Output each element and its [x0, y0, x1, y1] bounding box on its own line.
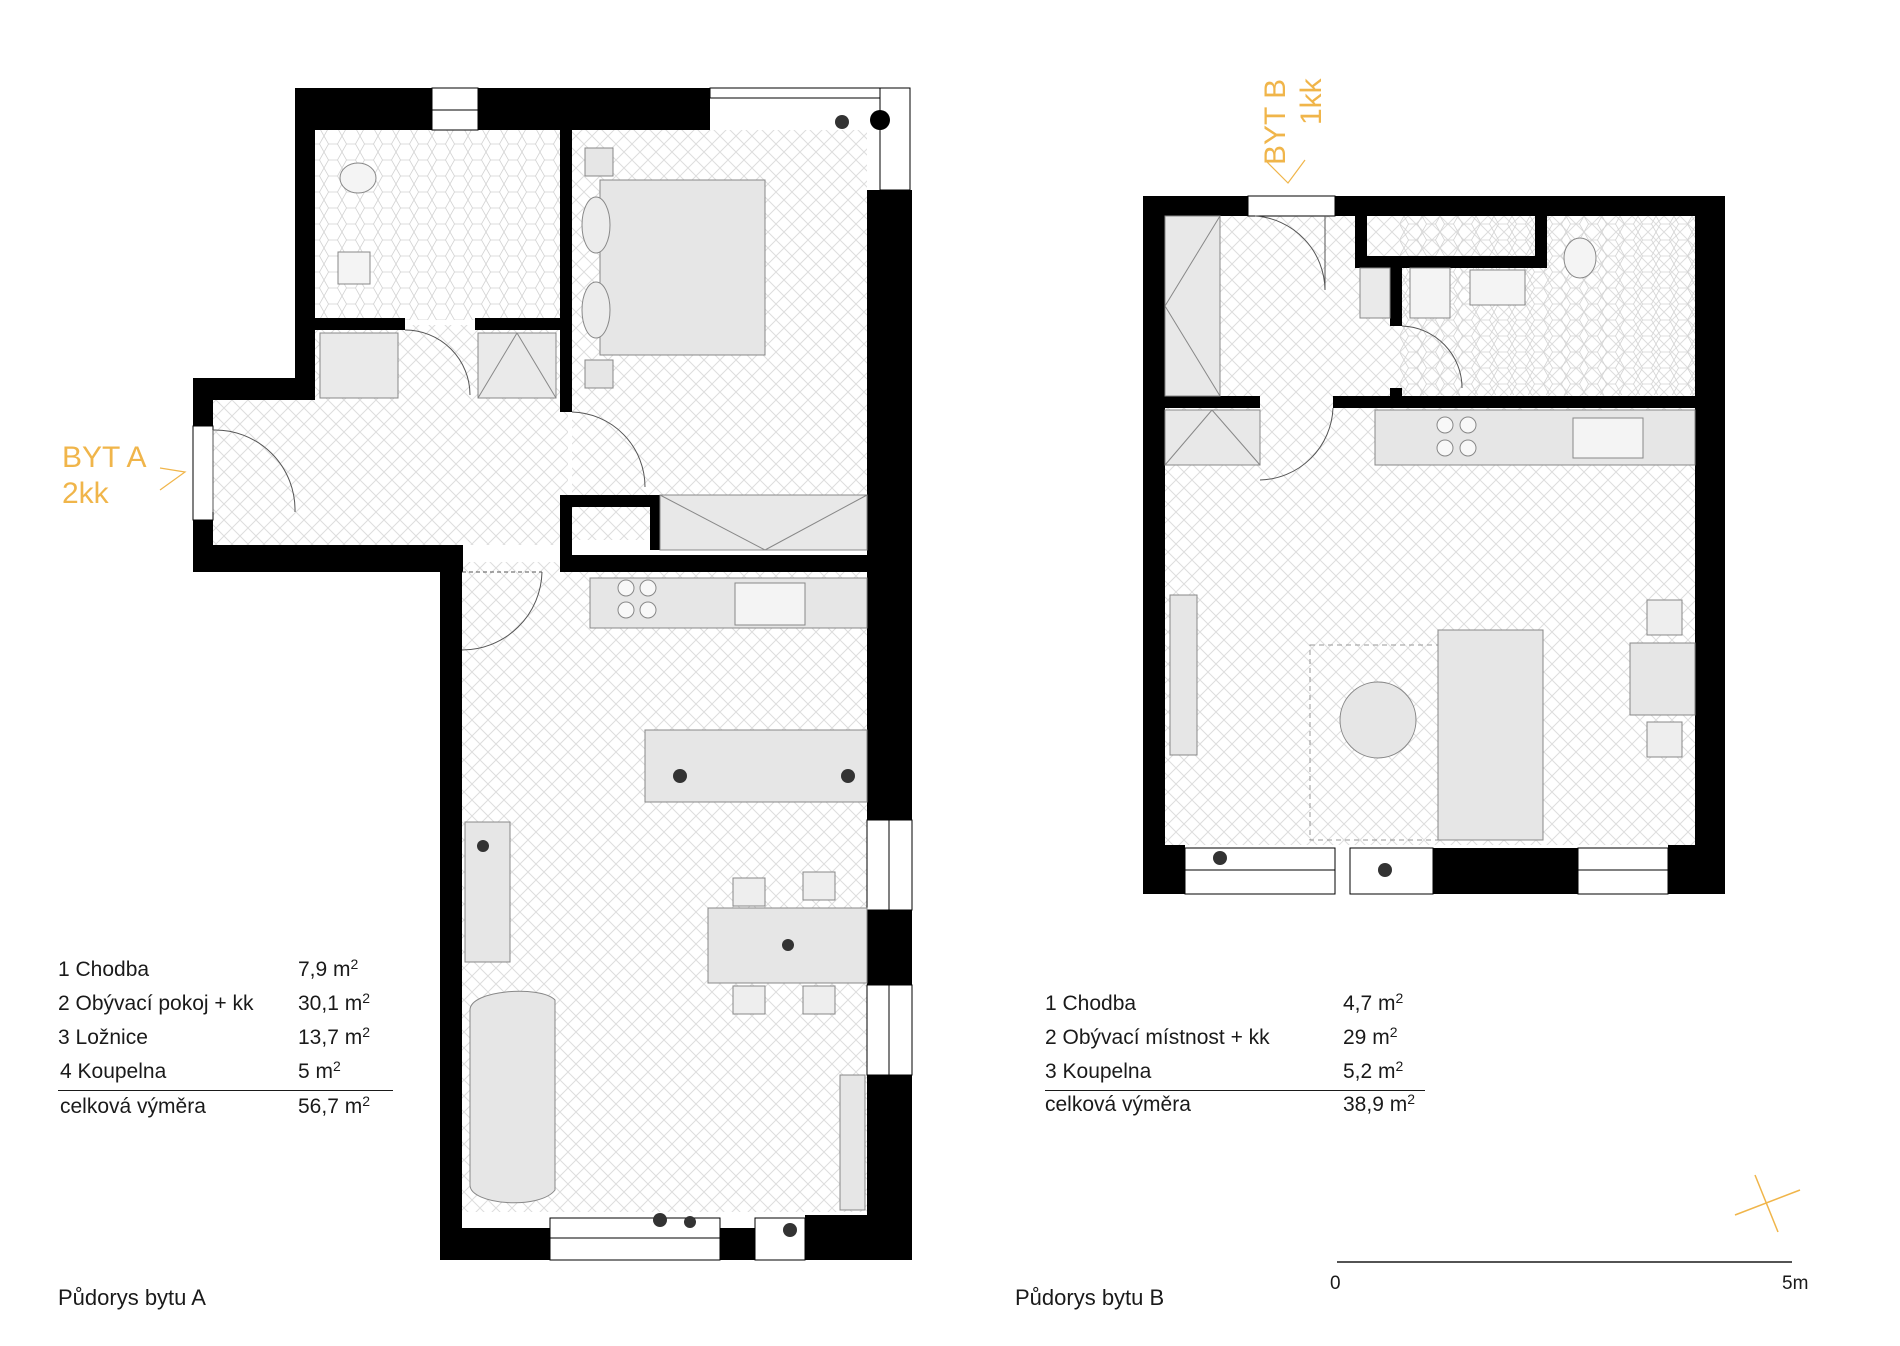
room-area: 7,9 m2: [298, 956, 359, 981]
room-area: 13,7 m2: [298, 1024, 370, 1049]
apartment-b-label-name: BYT B: [1259, 78, 1292, 165]
total-label: celková výměra: [60, 1095, 206, 1118]
apartment-a-doors: [212, 329, 646, 651]
kitchen-sink: [1572, 417, 1644, 459]
apartment-b-label-type: 1kk: [1295, 78, 1328, 125]
toilet: [339, 162, 377, 194]
area-row: 1 Chodba 7,9 m2: [58, 956, 393, 992]
north-arrow-icon: [1734, 1174, 1801, 1233]
room-name: 2 Obývací pokoj + kk: [58, 992, 254, 1015]
area-table-divider: [58, 1090, 393, 1091]
sofa: [469, 990, 556, 1204]
wardrobe: [1164, 215, 1221, 397]
total-area: 56,7 m2: [298, 1093, 370, 1118]
apartment-b-entry-arrow: [1264, 159, 1306, 184]
area-table-divider: [1045, 1090, 1425, 1091]
apartment-b-area-table: 1 Chodba 4,7 m2 2 Obývací místnost + kk …: [1045, 990, 1425, 1127]
total-area: 38,9 m2: [1343, 1091, 1415, 1116]
apartment-a-walls: [193, 88, 912, 1260]
toilet: [1563, 237, 1597, 279]
area-row: 3 Koupelna 5,2 m2: [1045, 1058, 1425, 1090]
room-name: 4 Koupelna: [60, 1060, 167, 1083]
room-area: 30,1 m2: [298, 990, 370, 1015]
wardrobe: [659, 494, 868, 551]
room-area: 29 m2: [1343, 1024, 1398, 1049]
scale-bar-end-label: 5m: [1782, 1273, 1809, 1294]
area-row: 4 Koupelna 5 m2: [58, 1058, 393, 1090]
kitchen-counter: [1374, 409, 1696, 466]
apartment-b-walls: [1143, 196, 1725, 894]
scale-bar-start-label: 0: [1330, 1273, 1341, 1294]
room-name: 1 Chodba: [1045, 992, 1137, 1015]
area-row: 2 Obývací místnost + kk 29 m2: [1045, 1024, 1425, 1060]
kitchen-island: [644, 729, 868, 803]
bed: [599, 179, 766, 356]
area-total-row: celková výměra 38,9 m2: [1045, 1091, 1425, 1127]
apartment-a-plants: [477, 110, 890, 1237]
apartment-a-label: BYT A 2kk: [62, 440, 147, 512]
room-name: 3 Ložnice: [58, 1026, 148, 1049]
apartment-a-area-table: 1 Chodba 7,9 m2 2 Obývací pokoj + kk 30,…: [58, 956, 393, 1129]
room-name: 1 Chodba: [58, 958, 150, 981]
room-area: 5,2 m2: [1343, 1058, 1404, 1083]
apartment-b-doors: [1254, 215, 1463, 481]
apartment-a-entry-arrow: [159, 467, 187, 491]
apartment-b-label: BYT B 1kk: [1258, 78, 1330, 165]
sofa: [1437, 629, 1544, 841]
kitchen-counter: [589, 577, 868, 629]
sink: [337, 251, 371, 285]
area-row: 3 Ložnice 13,7 m2: [58, 1024, 393, 1060]
room-area: 4,7 m2: [1343, 990, 1404, 1015]
area-total-row: celková výměra 56,7 m2: [58, 1093, 393, 1129]
rug: [1309, 644, 1526, 841]
area-row: 2 Obývací pokoj + kk 30,1 m2: [58, 990, 393, 1026]
room-name: 2 Obývací místnost + kk: [1045, 1026, 1270, 1049]
desk: [1629, 642, 1696, 716]
sideboard: [1169, 594, 1198, 756]
apartment-b-furniture: [1164, 215, 1696, 841]
total-label: celková výměra: [1045, 1093, 1191, 1116]
room-name: 3 Koupelna: [1045, 1060, 1152, 1083]
room-area: 5 m2: [298, 1058, 341, 1083]
sink: [1469, 269, 1526, 306]
apartment-a-caption: Půdorys bytu A: [58, 1285, 206, 1310]
area-row: 1 Chodba 4,7 m2: [1045, 990, 1425, 1026]
apartment-a-label-type: 2kk: [62, 477, 109, 510]
apartment-b-caption: Půdorys bytu B: [1015, 1285, 1165, 1310]
coffee-table: [1339, 681, 1417, 759]
apartment-a-label-name: BYT A: [62, 441, 147, 474]
apartment-a-plan: [192, 87, 913, 1261]
kitchen-sink: [734, 582, 806, 626]
apartment-b-plan: [1143, 195, 1725, 895]
apartment-b-plants: [1213, 851, 1392, 877]
